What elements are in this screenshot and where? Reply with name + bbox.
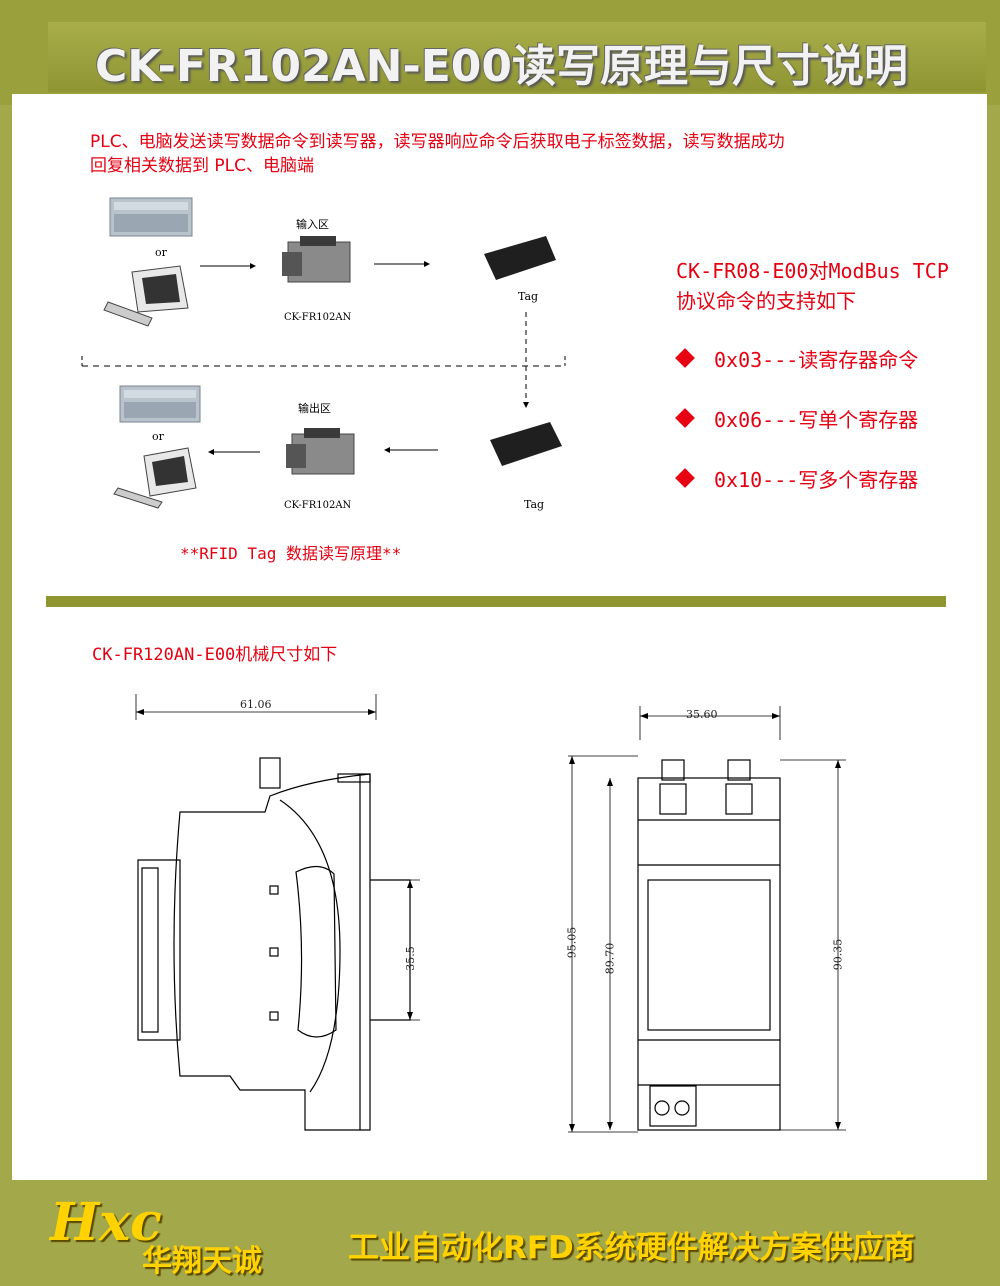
support-item-text: 0x06---写单个寄存器 bbox=[714, 408, 919, 432]
mechanical-title: CK-FR120AN-E00机械尺寸如下 bbox=[92, 645, 338, 665]
or-label-bottom: or bbox=[152, 430, 165, 443]
section-divider bbox=[46, 596, 946, 607]
support-item: 0x03---读寄存器命令 bbox=[675, 344, 919, 373]
company-name: 华翔天诚 bbox=[142, 1244, 262, 1279]
footer-slogan: 工业自动化RFD系统硬件解决方案供应商 bbox=[348, 1230, 915, 1266]
input-zone-label: 输入区 bbox=[296, 217, 329, 231]
front-outline bbox=[637, 759, 781, 1131]
tag-label-top: Tag bbox=[518, 290, 538, 303]
computer-top-icon bbox=[103, 265, 189, 327]
company-logo-mark: Hxc bbox=[50, 1192, 162, 1253]
front-view-drawing bbox=[568, 706, 846, 1133]
tag-bottom-icon bbox=[490, 422, 562, 466]
dim-front-h2: 89.70 bbox=[603, 942, 617, 975]
side-view-drawing bbox=[135, 694, 420, 1131]
plc-bottom-icon bbox=[119, 385, 201, 423]
page-title: CK-FR102AN-E00读写原理与尺寸说明 bbox=[95, 41, 909, 92]
support-item: 0x06---写单个寄存器 bbox=[675, 404, 919, 433]
reader-bottom-icon bbox=[286, 428, 355, 475]
output-zone-label: 输出区 bbox=[298, 401, 331, 415]
support-item-text: 0x03---读寄存器命令 bbox=[714, 348, 919, 372]
diagram-caption: **RFID Tag 数据读写原理** bbox=[180, 544, 402, 563]
computer-bottom-icon bbox=[113, 447, 197, 509]
support-heading-1: CK-FR08-E00对ModBus TCP bbox=[676, 259, 949, 283]
dim-front-h1: 95.05 bbox=[565, 926, 579, 959]
support-heading-2: 协议命令的支持如下 bbox=[676, 289, 856, 313]
side-outline bbox=[137, 757, 411, 1131]
or-label-top: or bbox=[155, 246, 168, 259]
tag-label-bottom: Tag bbox=[524, 498, 544, 511]
title-inner-band bbox=[48, 22, 986, 92]
device-label-bottom: CK-FR102AN bbox=[284, 500, 352, 511]
tag-top-icon bbox=[484, 236, 556, 280]
diamond-bullet-icon bbox=[675, 348, 695, 368]
modbus-support-heading: CK-FR08-E00对ModBus TCP 协议命令的支持如下 bbox=[676, 256, 949, 316]
intro-line-2: 回复相关数据到 PLC、电脑端 bbox=[90, 156, 314, 176]
support-item: 0x10---写多个寄存器 bbox=[675, 464, 919, 493]
device-label-top: CK-FR102AN bbox=[284, 312, 352, 323]
rw-principle-diagram: or 输入区 CK-FR102AN Tag or 输出区 bbox=[81, 197, 566, 511]
dim-front-width: 35.60 bbox=[686, 708, 718, 721]
dim-side-height: 35.5 bbox=[403, 946, 417, 971]
diamond-bullet-icon bbox=[675, 468, 695, 488]
intro-text: PLC、电脑发送读写数据命令到读写器，读写器响应命令后获取电子标签数据，读写数据… bbox=[90, 130, 950, 178]
reader-top-icon bbox=[282, 236, 351, 283]
diamond-bullet-icon bbox=[675, 408, 695, 428]
dim-front-h3: 90.35 bbox=[831, 938, 845, 971]
plc-top-icon bbox=[109, 197, 193, 237]
intro-line-1: PLC、电脑发送读写数据命令到读写器，读写器响应命令后获取电子标签数据，读写数据… bbox=[90, 132, 785, 152]
dim-side-width: 61.06 bbox=[240, 698, 272, 711]
footer bbox=[0, 1180, 1000, 1286]
support-item-text: 0x10---写多个寄存器 bbox=[714, 468, 919, 492]
